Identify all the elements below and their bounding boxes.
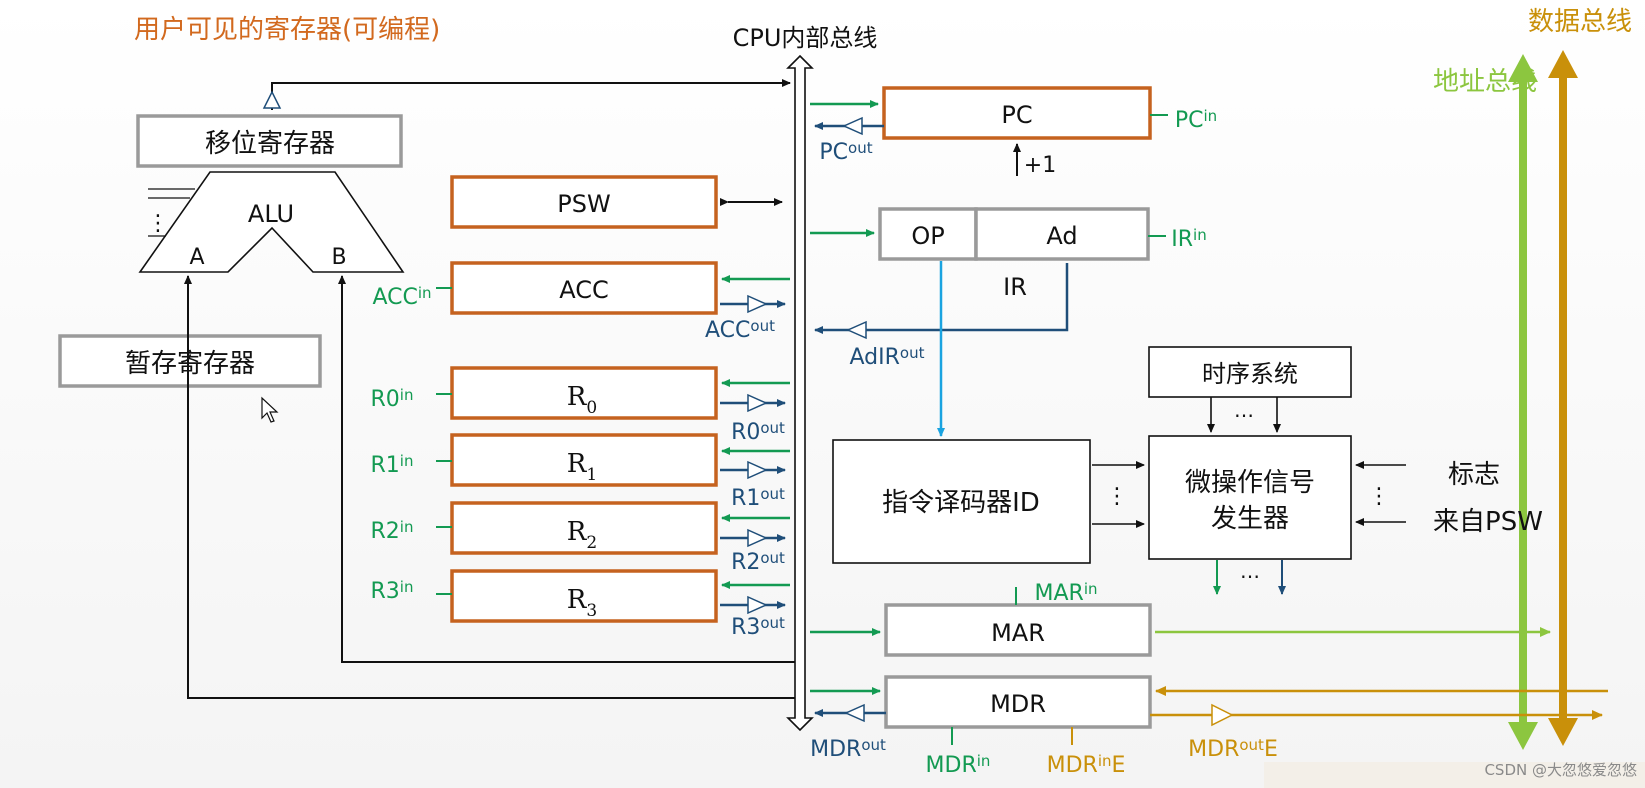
acc-register-label: ACC: [559, 276, 609, 304]
bus-to-alu-a-wire: [184, 275, 795, 699]
pc-in-signal: PCin: [1175, 107, 1217, 133]
ir-in-signal: IRin: [1171, 226, 1206, 252]
instruction-decoder-box: [832, 439, 1091, 564]
r0-in-signal: R0in: [371, 386, 414, 412]
alu-shape: [138, 171, 405, 273]
acc-in-signal: ACCin: [372, 284, 431, 310]
pc-out-gate: [842, 116, 863, 136]
r0-out-signal: R0out: [731, 419, 785, 445]
alu-control-vdots: ⋮: [147, 211, 169, 236]
ir-ad-label: Ad: [1046, 222, 1077, 250]
acc-out-gate: [747, 294, 768, 314]
mdr-out-signal: MDRout: [810, 736, 886, 762]
mar-register-label: MAR: [991, 619, 1045, 647]
watermark-background: [1264, 762, 1645, 788]
cpu-bus-label: CPU内部总线: [733, 24, 878, 52]
alu-label: ALU: [248, 200, 294, 228]
r2-out-gate: [747, 528, 768, 548]
r0-register-label: R0: [567, 382, 597, 418]
micro-op-generator-box: [1148, 435, 1352, 560]
instruction-decoder-label: 指令译码器ID: [882, 488, 1040, 518]
mdr-out-e-signal: MDRoutE: [1188, 736, 1278, 762]
mdr-out-e-gate: [1211, 703, 1234, 727]
r2-register-label: R2: [567, 517, 597, 553]
watermark: CSDN @大忽悠爱忽悠: [1484, 761, 1637, 779]
psw-register-box: [450, 175, 718, 229]
r2-out-signal: R2out: [731, 549, 785, 575]
temp-register-box: [58, 334, 322, 388]
shift-register-label: 移位寄存器: [205, 129, 335, 159]
adir-out-wire: [814, 263, 1069, 334]
mar-register-box: [884, 603, 1152, 657]
bus-to-alu-b-wire: [338, 275, 795, 663]
pc-increment-label: +1: [1024, 153, 1056, 178]
r1-out-signal: R1out: [731, 485, 785, 511]
alu-input-a-label: A: [189, 245, 204, 270]
shift-register-box: [136, 114, 403, 168]
r3-out-gate: [747, 595, 768, 615]
r1-out-gate: [747, 460, 768, 480]
r3-register-label: R3: [567, 585, 597, 621]
acc-out-signal: ACCout: [705, 317, 775, 343]
pc-register-label: PC: [1001, 101, 1032, 129]
pc-register-box: [882, 86, 1152, 140]
r1-register-label: R1: [567, 449, 597, 485]
timing-ellipsis: …: [1234, 398, 1254, 422]
timing-system-box: [1148, 346, 1352, 398]
adir-out-gate: [846, 320, 867, 340]
r2-in-signal: R2in: [371, 518, 414, 544]
micro-op-out-ellipsis: …: [1240, 559, 1260, 583]
r3-in-signal: R3in: [371, 578, 414, 604]
psw-register-label: PSW: [557, 190, 610, 218]
flags-label-2: 来自PSW: [1433, 507, 1543, 537]
data-bus: [1548, 50, 1578, 746]
r0-out-gate: [747, 393, 768, 413]
micro-op-generator-label-1: 微操作信号: [1185, 468, 1315, 498]
r0-register-box: [450, 366, 718, 420]
adir-out-signal: AdIRout: [850, 344, 925, 370]
ir-register-label: IR: [1003, 273, 1027, 301]
shift-to-bus-wire: [271, 79, 791, 110]
mdr-in-e-signal: MDRinE: [1047, 752, 1126, 778]
ir-ad-field: [974, 207, 1150, 261]
data-bus-label: 数据总线: [1528, 7, 1632, 37]
timing-system-label: 时序系统: [1202, 360, 1298, 388]
mdr-register-label: MDR: [990, 690, 1046, 718]
address-bus: [1508, 54, 1538, 750]
shift-out-gate: [262, 90, 282, 109]
decoder-to-gen-vdots: ⋮: [1106, 484, 1128, 509]
mar-in-signal: MARin: [1034, 580, 1097, 606]
pc-out-signal: PCout: [819, 139, 872, 165]
r3-out-signal: R3out: [731, 614, 785, 640]
flags-vdots: ⋮: [1368, 484, 1390, 509]
ir-op-field: [878, 207, 978, 261]
mdr-register-box: [884, 675, 1152, 729]
mouse-cursor-icon: [261, 396, 279, 423]
micro-op-generator-label-2: 发生器: [1211, 504, 1289, 534]
flags-label-1: 标志: [1448, 460, 1500, 490]
alu-input-b-label: B: [331, 245, 346, 270]
mdr-out-gate: [844, 703, 865, 723]
ir-op-label: OP: [911, 222, 944, 250]
acc-register-box: [450, 261, 718, 315]
r1-in-signal: R1in: [371, 452, 414, 478]
r3-register-box: [450, 569, 718, 623]
temp-register-label: 暂存寄存器: [125, 349, 255, 379]
page-title: 用户可见的寄存器(可编程): [134, 15, 440, 45]
cpu-internal-bus: [786, 54, 814, 732]
mdr-in-signal: MDRin: [926, 752, 991, 778]
